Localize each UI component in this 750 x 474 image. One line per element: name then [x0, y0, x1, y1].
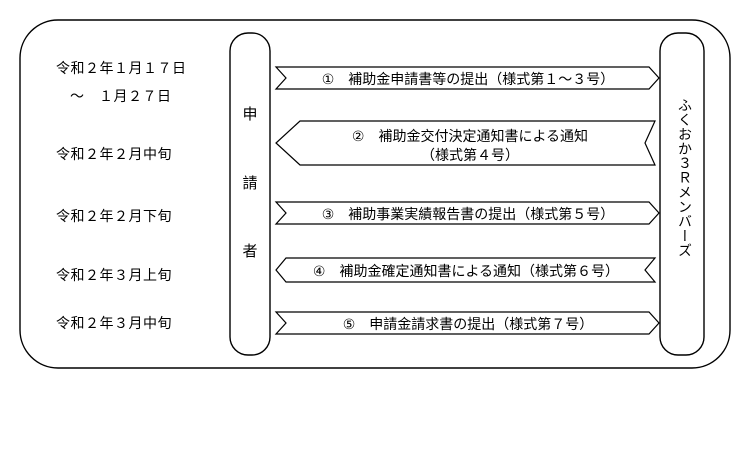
step-arrow-3	[274, 201, 660, 225]
date-label-2: 令和２年２月中旬	[56, 147, 172, 163]
date-label-1-continued: ～ １月２７日	[70, 89, 172, 105]
step-arrow-5	[274, 311, 660, 335]
step-arrow-2	[275, 120, 656, 166]
step-text-3: ③ 補助事業実績報告書の提出（様式第５号）	[321, 207, 615, 223]
outer-frame	[19, 19, 731, 369]
date-label-5: 令和２年３月中旬	[56, 316, 172, 332]
step-arrow-1	[274, 66, 660, 90]
member-box	[659, 32, 705, 356]
date-label-4: 令和２年３月上旬	[56, 268, 172, 284]
step-arrow-4	[275, 257, 657, 283]
applicant-char-2: 請	[242, 174, 258, 192]
step-text-2-sub: （様式第４号）	[421, 148, 519, 164]
date-label-3: 令和２年２月下旬	[56, 209, 172, 225]
applicant-box	[229, 32, 271, 356]
date-label-1: 令和２年１月１７日	[56, 61, 187, 77]
step-text-4: ④ 補助金確定通知書による通知（様式第６号）	[312, 264, 620, 280]
step-text-1: ① 補助金申請書等の提出（様式第１～３号）	[321, 72, 615, 88]
step-text-2: ② 補助金交付決定通知書による通知	[351, 129, 589, 145]
member-label: ふくおか３Ｒメンバーズ	[676, 98, 692, 258]
applicant-char-3: 者	[242, 242, 258, 260]
step-text-5: ⑤ 申請金請求書の提出（様式第７号）	[342, 317, 594, 333]
applicant-char-1: 申	[242, 105, 258, 123]
